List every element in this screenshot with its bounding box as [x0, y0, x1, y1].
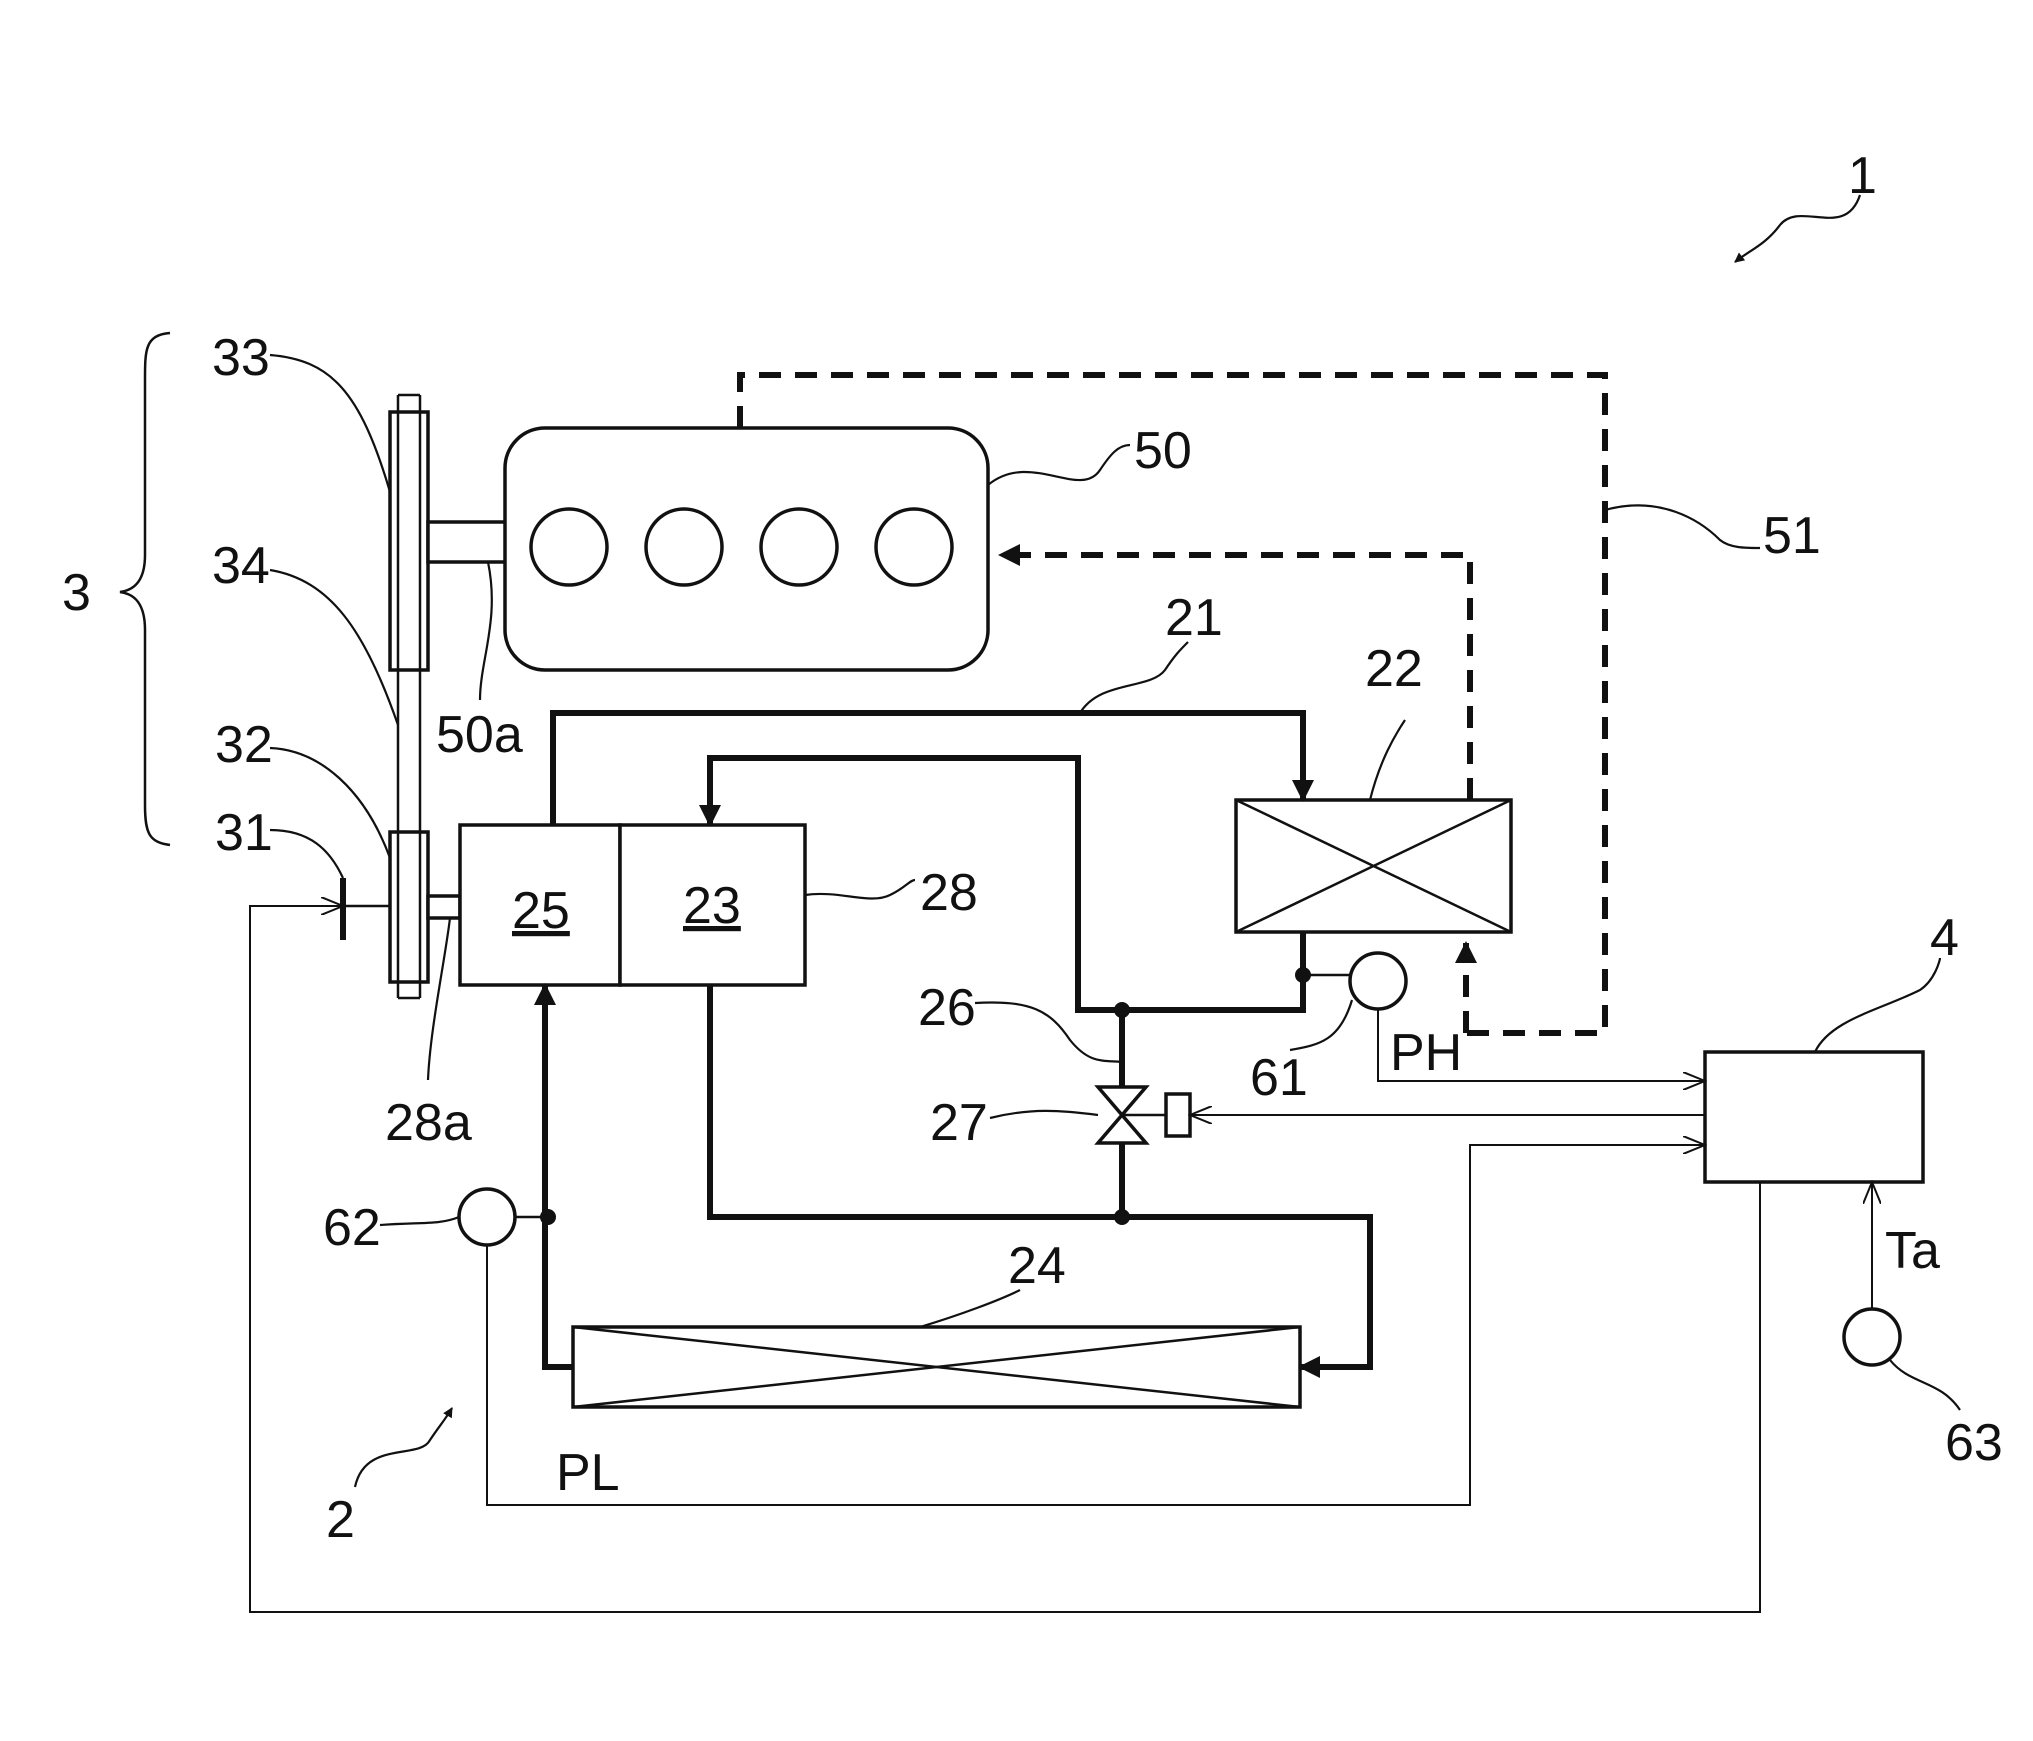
- label-ambient-sensor: 63: [1945, 1414, 2003, 1472]
- leader-low-pressure-sensor: [380, 1217, 459, 1225]
- leader-condenser: [1370, 720, 1405, 800]
- low-pressure-sensor: [459, 1189, 515, 1245]
- junction-dot: [1114, 1209, 1130, 1225]
- leader-clutch: [270, 830, 343, 878]
- leader-coolant-line: [1605, 505, 1760, 548]
- junction-dot: [1114, 1002, 1130, 1018]
- valve-actuator: [1166, 1094, 1190, 1136]
- engine-cylinder-2: [646, 509, 722, 585]
- engine-cylinder-4: [876, 509, 952, 585]
- label-refrigeration-cycle: 2: [326, 1491, 355, 1549]
- label-system: 1: [1848, 147, 1877, 205]
- label-motor-shaft: 28a: [385, 1094, 472, 1152]
- leader-ambient-sensor: [1890, 1360, 1960, 1410]
- label-coolant-line: 51: [1763, 507, 1821, 565]
- signal-clutch-command: [250, 906, 1760, 1612]
- label-refrigerant-line: 21: [1165, 589, 1223, 647]
- label-low-pressure-signal: PL: [556, 1444, 620, 1502]
- label-high-pressure-sensor: 61: [1250, 1049, 1308, 1107]
- label-motor-section: 25: [512, 882, 570, 940]
- leader-motor-shaft: [428, 918, 450, 1080]
- label-bypass-line: 26: [918, 979, 976, 1037]
- refrigerant-line-from-evaporator: [545, 985, 573, 1367]
- leader-engine: [988, 445, 1130, 485]
- label-ambient-temp-signal: Ta: [1885, 1222, 1940, 1280]
- label-belt: 34: [212, 537, 270, 595]
- drive-mechanism-brace: [120, 333, 170, 845]
- label-clutch: 31: [215, 804, 273, 862]
- leader-pulley-large: [270, 355, 390, 492]
- leader-refrigeration-cycle: [355, 1408, 452, 1487]
- leader-motor-compressor: [805, 880, 915, 899]
- label-pulley-large: 33: [212, 329, 270, 387]
- signal-pl: [487, 1145, 1705, 1505]
- label-engine: 50: [1134, 422, 1192, 480]
- leader-pulley-small: [270, 748, 390, 858]
- label-controller: 4: [1930, 909, 1959, 967]
- pulley-small: [390, 832, 428, 982]
- label-pulley-small: 32: [215, 716, 273, 774]
- engine-cylinder-1: [531, 509, 607, 585]
- label-engine-shaft: 50a: [436, 706, 523, 764]
- refrigerant-line-to-evaporator: [710, 985, 1370, 1367]
- label-evaporator: 24: [1008, 1237, 1066, 1295]
- leader-controller: [1815, 958, 1940, 1052]
- leader-refrigerant-line: [1080, 642, 1188, 713]
- leader-belt: [270, 570, 398, 725]
- ambient-sensor: [1844, 1309, 1900, 1365]
- leader-evaporator: [920, 1290, 1020, 1327]
- label-valve: 27: [930, 1094, 988, 1152]
- leader-engine-shaft: [480, 562, 492, 700]
- leader-valve: [990, 1111, 1098, 1118]
- pulley-large: [390, 412, 428, 670]
- high-pressure-sensor: [1350, 953, 1406, 1009]
- engine-cylinder-3: [761, 509, 837, 585]
- refrigerant-line-discharge: [553, 713, 1303, 825]
- engine-shaft: [428, 522, 508, 562]
- leader-system: [1735, 195, 1860, 262]
- label-high-pressure-signal: PH: [1390, 1024, 1462, 1082]
- controller: [1705, 1052, 1923, 1182]
- label-condenser: 22: [1365, 640, 1423, 698]
- motor-shaft: [428, 896, 460, 918]
- label-motor-compressor: 28: [920, 864, 978, 922]
- label-drive-mechanism: 3: [62, 564, 91, 622]
- label-low-pressure-sensor: 62: [323, 1199, 381, 1257]
- label-compressor-section: 23: [683, 877, 741, 935]
